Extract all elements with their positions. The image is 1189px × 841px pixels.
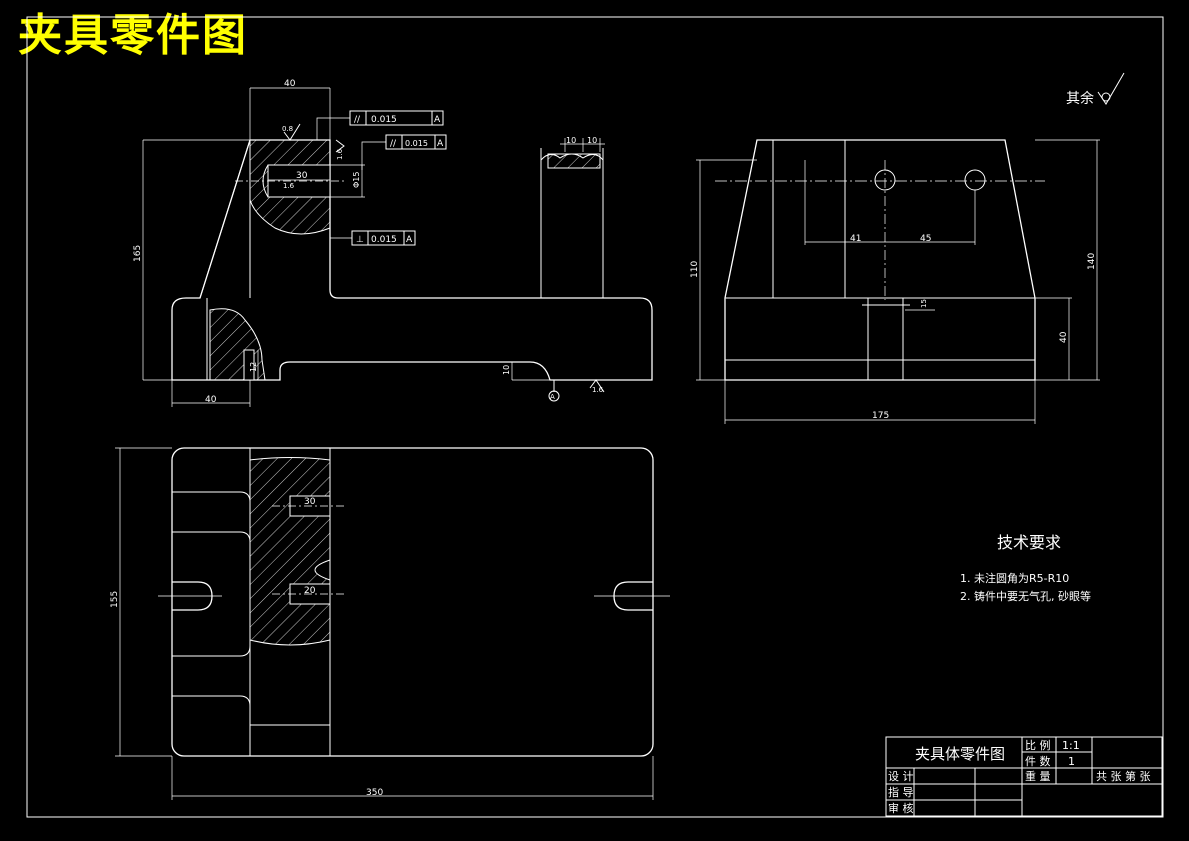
dim-height: 165: [133, 245, 143, 262]
sheets-label: 共 张 第 张: [1096, 769, 1151, 783]
title-block: [885, 736, 1163, 817]
ra-bore: 1.6: [283, 182, 295, 190]
tol3-datum: A: [406, 235, 413, 245]
top-dim-width: 350: [366, 788, 383, 798]
ra-top: 0.8: [282, 125, 293, 133]
right-dim-pitch2: 45: [920, 234, 931, 244]
right-dim-width: 175: [872, 411, 889, 421]
dim-top-width: 40: [284, 79, 296, 89]
side-dim-b: 10: [587, 136, 597, 145]
roughness-note: 其余: [1066, 90, 1094, 107]
right-dim-h2: 140: [1087, 253, 1097, 270]
top-dim-height: 155: [110, 591, 120, 608]
front-view: [142, 87, 653, 407]
ra-bottom: 1.6: [592, 386, 604, 394]
tol2-symbol: //: [390, 139, 397, 149]
tech-req-item-1: 1. 未注圆角为R5-R10: [960, 571, 1069, 585]
right-view: [696, 72, 1125, 424]
dim-bottom-width: 40: [205, 395, 217, 405]
dim-slot-height: 10: [502, 365, 511, 375]
weight-label: 重 量: [1025, 769, 1051, 783]
datum-a-label: A: [550, 393, 555, 401]
qty-value: 1: [1068, 755, 1075, 768]
tol2-datum: A: [437, 139, 444, 149]
border-frame: [26, 16, 1164, 818]
right-dim-pitch1: 41: [850, 234, 861, 244]
right-dim-small: 15: [920, 299, 928, 308]
side-dim-a: 10: [566, 136, 576, 145]
tol3-value: 0.015: [371, 235, 397, 245]
guide-label: 指 导: [888, 785, 914, 799]
tol2-value: 0.015: [405, 139, 428, 148]
tech-req-heading: 技术要求: [997, 533, 1061, 552]
tol3-symbol: ⊥: [356, 235, 364, 245]
dim-step: 12: [249, 362, 258, 372]
tol1-value: 0.015: [371, 115, 397, 125]
tol1-symbol: //: [354, 115, 361, 125]
ra-side: 1.6: [336, 148, 344, 160]
side-view: [540, 138, 605, 298]
tol1-datum: A: [434, 115, 441, 125]
drawing-title: 夹具零件图: [18, 10, 248, 61]
scale-value: 1:1: [1062, 739, 1080, 752]
dim-bore-dia: Φ15: [352, 172, 361, 188]
top-view: [115, 447, 670, 800]
design-label: 设 计: [888, 770, 914, 783]
scale-label: 比 例: [1025, 738, 1051, 752]
top-dim-depth2: 20: [304, 586, 316, 596]
qty-label: 件 数: [1025, 755, 1051, 768]
title-block-name: 夹具体零件图: [915, 745, 1005, 763]
right-dim-h1: 110: [690, 261, 700, 278]
review-label: 审 核: [888, 801, 914, 815]
top-dim-depth1: 30: [304, 497, 316, 507]
tech-req-item-2: 2. 铸件中要无气孔, 砂眼等: [960, 589, 1091, 603]
right-dim-h3: 40: [1059, 331, 1069, 343]
dim-bore-depth: 30: [296, 171, 308, 181]
